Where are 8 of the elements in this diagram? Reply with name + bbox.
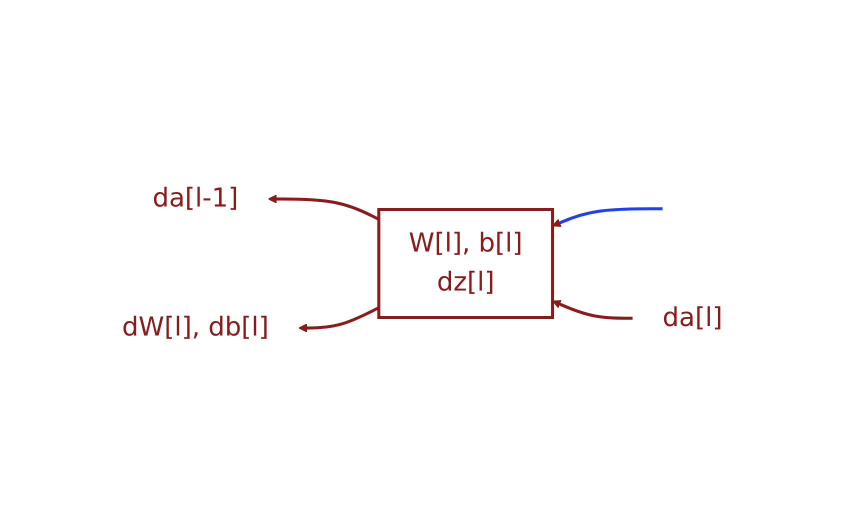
node-box: W[l], b[l] dz[l] bbox=[377, 208, 554, 319]
node-text: da[l-1] bbox=[152, 184, 238, 214]
node-text: dW[l], db[l] bbox=[122, 312, 269, 342]
node-text: da[l] bbox=[662, 302, 722, 333]
arrow bbox=[268, 194, 380, 221]
arrow bbox=[298, 306, 380, 332]
arrow bbox=[552, 300, 632, 320]
arrow bbox=[552, 207, 662, 227]
